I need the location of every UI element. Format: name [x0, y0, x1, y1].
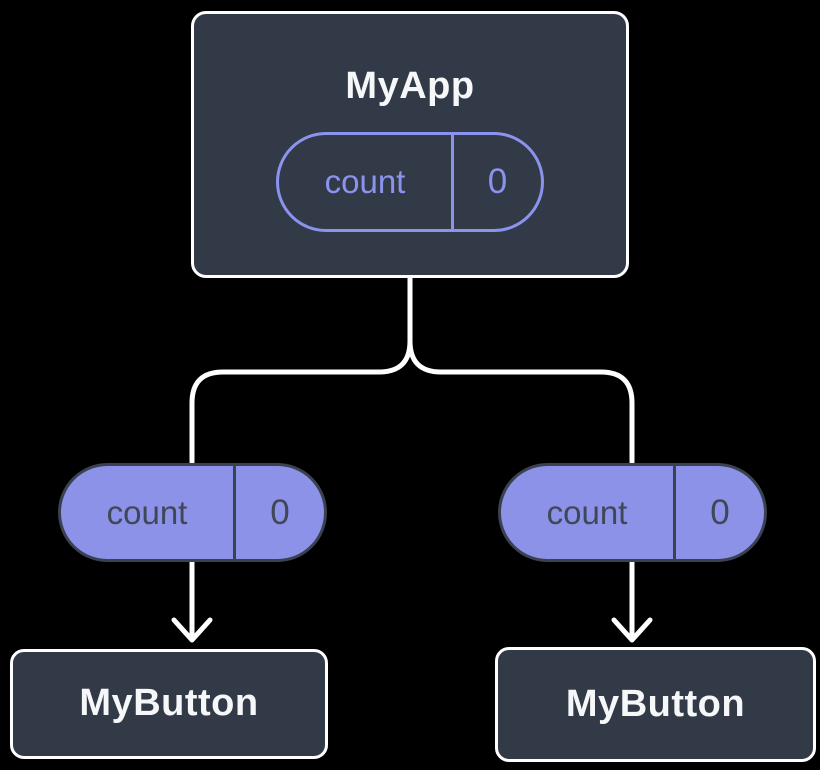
arrow-down-right-icon [611, 557, 653, 643]
connector-branch-left [189, 273, 413, 465]
pill-divider [451, 134, 454, 229]
state-pill-value: 0 [487, 161, 508, 201]
component-card-child-right: MyButton [495, 647, 816, 762]
component-card-root: MyApp count 0 [191, 11, 629, 278]
prop-pill-left: count 0 [58, 463, 327, 562]
prop-pill-left-label: count [106, 493, 188, 531]
pill-divider [233, 466, 236, 559]
state-pill-label: count [324, 162, 406, 200]
prop-pill-left-value: 0 [270, 492, 290, 532]
pill-divider [673, 466, 676, 559]
arrow-down-left-icon [171, 557, 213, 643]
prop-pill-right: count 0 [498, 463, 767, 562]
root-component-title: MyApp [345, 65, 475, 107]
prop-pill-right-value: 0 [710, 492, 730, 532]
child-left-title: MyButton [79, 682, 259, 725]
prop-pill-right-label: count [546, 493, 628, 531]
connector-branch-right [407, 273, 635, 465]
state-pill: count 0 [276, 131, 544, 232]
child-right-title: MyButton [565, 682, 746, 725]
component-card-child-left: MyButton [10, 649, 328, 759]
